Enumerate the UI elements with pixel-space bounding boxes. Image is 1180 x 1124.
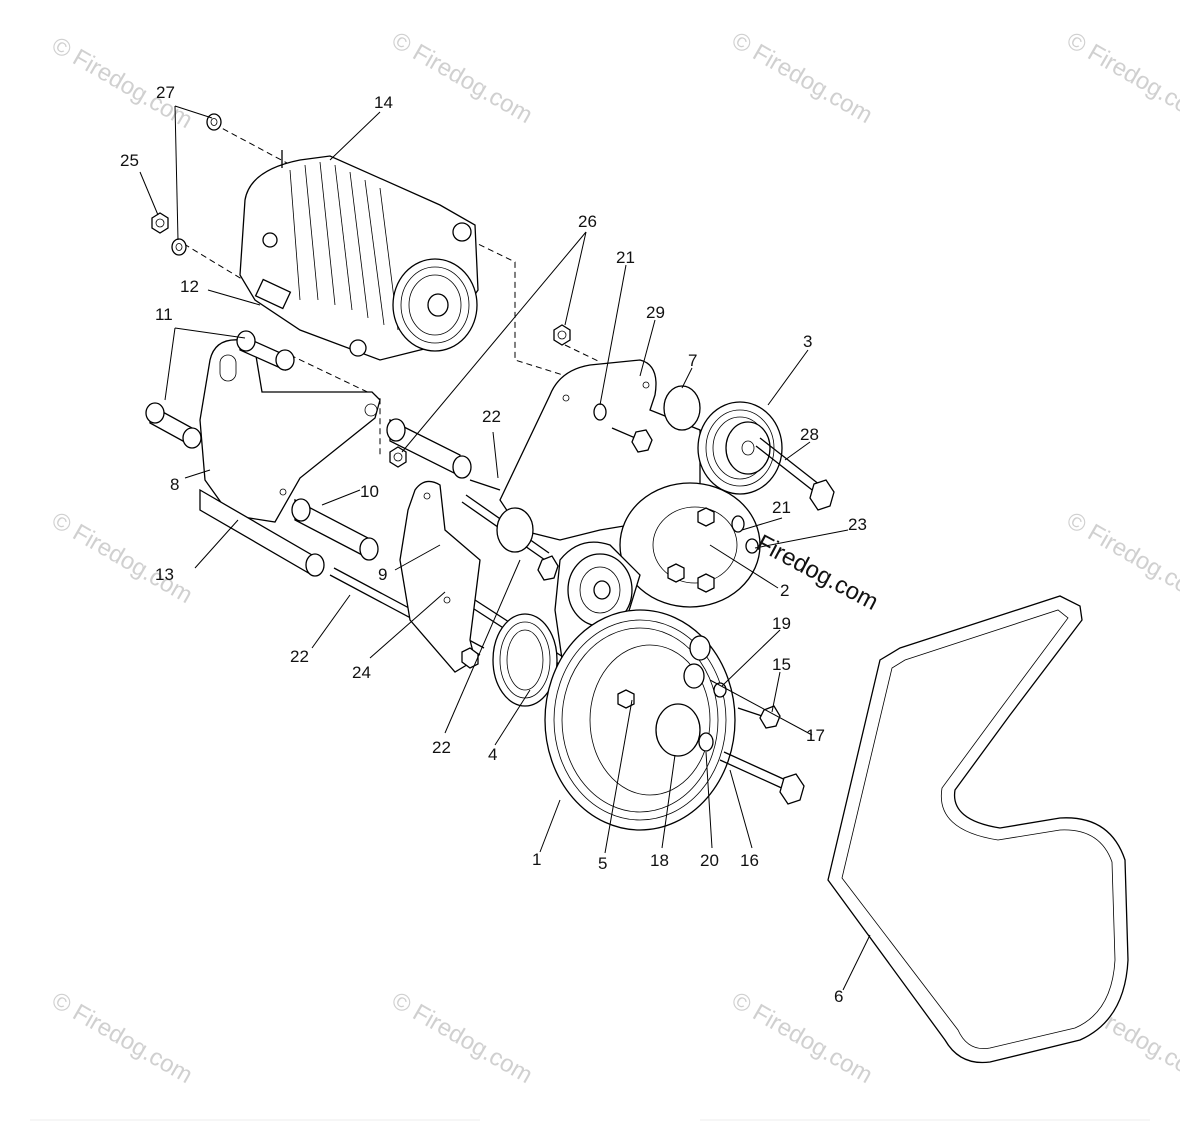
callout-6: 6 [834, 987, 843, 1006]
leader-lines [139, 105, 871, 991]
callout-8: 8 [170, 475, 179, 494]
callout-25: 25 [120, 151, 139, 170]
bracket-center [399, 480, 481, 673]
callout-23: 23 [848, 515, 867, 534]
callout-21: 21 [616, 248, 635, 267]
callout-2: 2 [780, 581, 789, 600]
callout-13: 13 [155, 565, 174, 584]
watermark: © Firedog.com [1062, 507, 1180, 609]
callout-29: 29 [646, 303, 665, 322]
watermark: © Firedog.com [387, 987, 537, 1089]
callout-7: 7 [688, 351, 697, 370]
serpentine-belt [827, 595, 1129, 1064]
watermark: © Firedog.com [387, 27, 537, 129]
callout-21: 21 [772, 498, 791, 517]
bolts-lower-right [719, 705, 805, 805]
callout-10: 10 [360, 482, 379, 501]
callout-19: 19 [772, 614, 791, 633]
callout-12: 12 [180, 277, 199, 296]
alternator [239, 150, 479, 361]
callouts: 27 14 25 26 21 12 11 29 3 7 22 28 8 10 2… [120, 83, 867, 1006]
callout-22: 22 [290, 647, 309, 666]
watermark: © Firedog.com [47, 987, 197, 1089]
watermark: © Firedog.com [1062, 27, 1180, 129]
callout-9: 9 [378, 565, 387, 584]
callout-1: 1 [532, 850, 541, 869]
spacers [145, 330, 472, 577]
callout-3: 3 [803, 332, 812, 351]
idler-lower [492, 613, 558, 707]
tensioner-plate [619, 482, 761, 608]
callout-17: 17 [806, 726, 825, 745]
callout-4: 4 [488, 745, 497, 764]
idler-upper [611, 385, 835, 511]
watermark-overlay: Firedog.com [752, 529, 882, 615]
callout-11: 11 [155, 305, 173, 324]
callout-27: 27 [156, 83, 175, 102]
callout-18: 18 [650, 851, 669, 870]
callout-20: 20 [700, 851, 719, 870]
callout-26: 26 [578, 212, 597, 231]
watermark: © Firedog.com [727, 987, 877, 1089]
watermark: © Firedog.com [47, 507, 197, 609]
callout-5: 5 [598, 854, 607, 873]
callout-15: 15 [772, 655, 791, 674]
callout-28: 28 [800, 425, 819, 444]
callout-14: 14 [374, 93, 393, 112]
callout-24: 24 [352, 663, 371, 682]
watermark: © Firedog.com [727, 27, 877, 129]
callout-22: 22 [482, 407, 501, 426]
callout-22: 22 [432, 738, 451, 757]
callout-16: 16 [740, 851, 759, 870]
crank-pulley [544, 609, 736, 831]
